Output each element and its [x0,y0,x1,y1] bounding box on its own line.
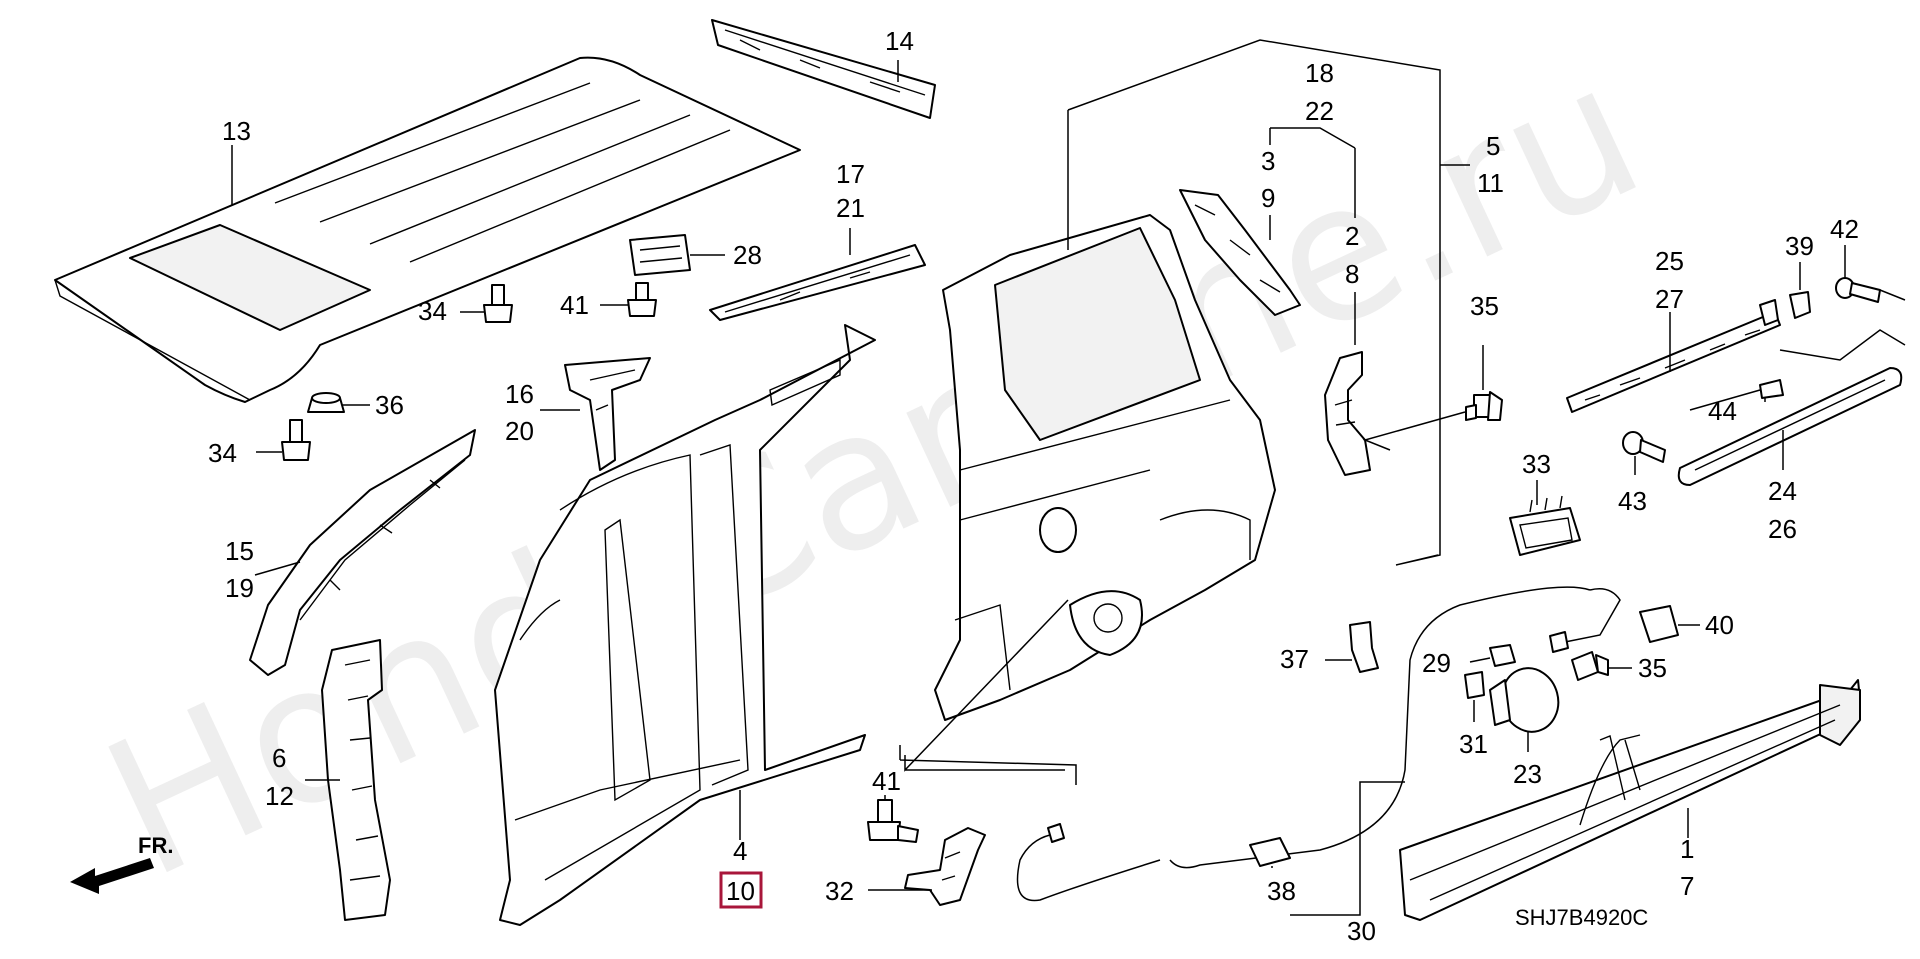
callout-13[interactable]: 13 [222,116,251,146]
callout-38[interactable]: 38 [1267,876,1296,906]
highlight-box [719,871,763,909]
callout-30[interactable]: 30 [1347,916,1376,946]
callout-15[interactable]: 15 [225,536,254,566]
callout-12[interactable]: 12 [265,781,294,811]
callout-23[interactable]: 23 [1513,759,1542,789]
bolt-41-lower[interactable] [867,799,919,843]
callout-25[interactable]: 25 [1655,246,1684,276]
callout-1[interactable]: 1 [1680,834,1694,864]
molding-bracket-25-27[interactable] [1566,299,1781,413]
callout-40[interactable]: 40 [1705,610,1734,640]
callout-7[interactable]: 7 [1680,871,1694,901]
callout-19[interactable]: 19 [225,573,254,603]
callout-18[interactable]: 18 [1305,58,1334,88]
clip-31[interactable] [1464,671,1485,699]
clip-39[interactable] [1789,291,1811,319]
roof-side-rail-17-21[interactable] [709,244,926,321]
rocker-panel-1-7[interactable] [1399,679,1861,921]
screw-42[interactable] [1835,277,1881,303]
callout-22[interactable]: 22 [1305,96,1334,126]
nut-36[interactable] [307,392,345,413]
callout-4[interactable]: 4 [733,836,747,866]
screw-44[interactable] [1759,379,1784,399]
side-molding-24-26[interactable] [1677,367,1903,486]
callout-35-upper[interactable]: 35 [1470,291,1499,321]
callout-37[interactable]: 37 [1280,644,1309,674]
clip-29[interactable] [1489,644,1516,667]
fuel-lid-23[interactable] [1489,662,1565,738]
callout-34-upper[interactable]: 34 [418,296,447,326]
bracket-37[interactable] [1349,621,1379,673]
part-28[interactable] [629,234,691,276]
callout-11[interactable]: 11 [1477,168,1504,198]
callout-31[interactable]: 31 [1459,729,1488,759]
callout-16[interactable]: 16 [505,379,534,409]
front-marker-label: FR. [138,833,173,858]
side-panel-front-4-10[interactable] [494,324,876,926]
callout-17[interactable]: 17 [836,159,865,189]
bolt-41-upper[interactable] [627,282,657,317]
callout-36[interactable]: 36 [375,390,404,420]
callout-24[interactable]: 24 [1768,476,1797,506]
bracket-32[interactable] [904,827,986,906]
handle-33[interactable] [1509,495,1581,556]
roof-panel[interactable] [54,56,801,403]
callout-27[interactable]: 27 [1655,284,1684,314]
screw-43[interactable] [1622,431,1666,463]
callout-41-upper[interactable]: 41 [560,290,589,320]
cable-30[interactable] [1016,586,1621,902]
callout-28[interactable]: 28 [733,240,762,270]
callout-32[interactable]: 32 [825,876,854,906]
callout-42[interactable]: 42 [1830,214,1859,244]
callout-33[interactable]: 33 [1522,449,1551,479]
callout-43[interactable]: 43 [1618,486,1647,516]
front-pillar-lower-6-12[interactable] [321,639,391,921]
callout-3[interactable]: 3 [1261,146,1275,176]
callout-41-lower[interactable]: 41 [872,766,901,796]
callout-44[interactable]: 44 [1708,396,1737,426]
diagram-code: SHJ7B4920C [1515,905,1648,930]
cap-40[interactable] [1639,605,1679,643]
clip-38[interactable] [1249,837,1291,867]
roof-rail-14[interactable] [711,19,936,119]
callout-35-lower[interactable]: 35 [1638,653,1667,683]
callout-34-lower[interactable]: 34 [208,438,237,468]
callout-14[interactable]: 14 [885,26,914,56]
callout-8[interactable]: 8 [1345,259,1359,289]
callout-21[interactable]: 21 [836,193,865,223]
callout-20[interactable]: 20 [505,416,534,446]
callout-29[interactable]: 29 [1422,648,1451,678]
callout-39[interactable]: 39 [1785,231,1814,261]
fuel-pocket[interactable] [1069,590,1143,656]
bolt-34-upper[interactable] [483,284,513,323]
callout-2[interactable]: 2 [1345,221,1359,251]
callout-5[interactable]: 5 [1486,131,1500,161]
bolt-35-lower[interactable] [1571,651,1609,681]
pillar-upper-16-20[interactable] [564,357,651,471]
callout-10[interactable]: 10 [726,876,755,906]
callouts: 13 14 17 21 28 41 34 36 34 16 20 15 19 6… [208,26,1906,946]
callout-6[interactable]: 6 [272,743,286,773]
bolt-34-lower[interactable] [281,419,311,461]
rear-side-panel-5-11[interactable] [899,214,1276,785]
roof-arch-15-19[interactable] [249,429,476,676]
bolt-35-upper[interactable] [1465,391,1503,421]
callout-26[interactable]: 26 [1768,514,1797,544]
front-direction-arrow: FR. [70,833,173,894]
rear-pillar-3-9[interactable] [1179,189,1301,316]
callout-9[interactable]: 9 [1261,183,1275,213]
